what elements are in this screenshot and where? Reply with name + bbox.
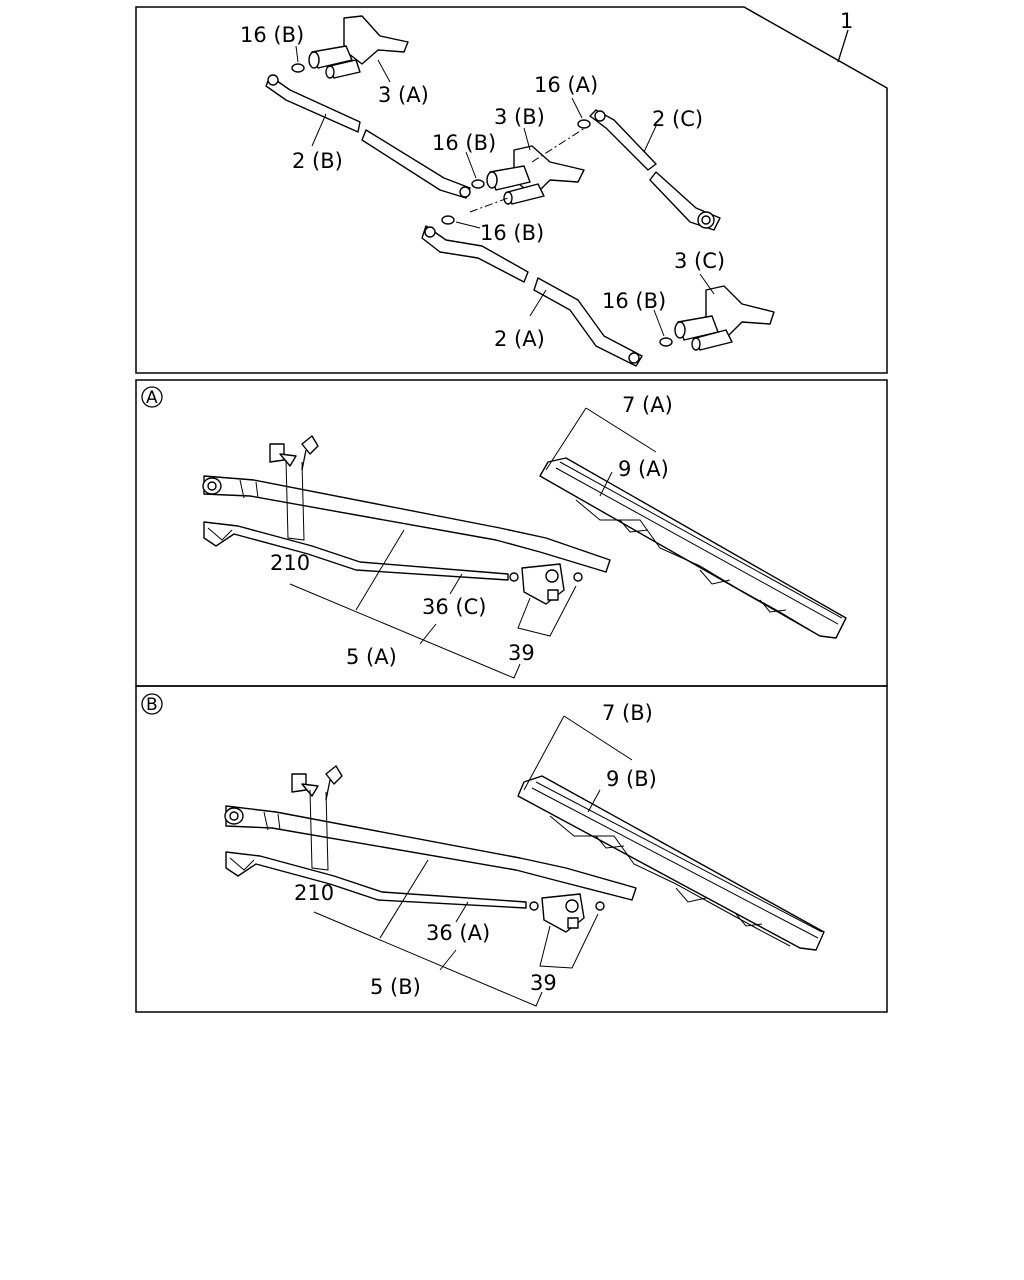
leader-39-b: [539, 913, 599, 969]
leader-210-b: [309, 789, 329, 871]
leader-7a-right: [585, 407, 657, 453]
leader-2a: [529, 289, 547, 317]
label-3a: 3 (A): [378, 83, 429, 107]
leader-3b: [523, 127, 531, 151]
clip-39-b: [529, 893, 605, 933]
panel-a-marker: A: [146, 388, 158, 408]
label-assembly: 1: [840, 9, 853, 33]
panel-b-frame: [135, 685, 888, 1013]
label-36a: 36 (A): [426, 921, 490, 945]
leader-39-a: [517, 585, 577, 637]
label-16b-1: 16 (B): [240, 23, 304, 47]
leader-16b-2: [465, 151, 477, 179]
leader-5a-bracket: [289, 529, 521, 679]
leader-16a: [571, 97, 583, 119]
label-16b-4: 16 (B): [602, 289, 666, 313]
panel-b-marker-circle: [141, 693, 163, 715]
leader-16b-1: [295, 45, 299, 63]
label-9b: 9 (B): [606, 767, 657, 791]
link-2c: [589, 109, 721, 231]
leader-5b: [439, 949, 457, 971]
label-16b-3: 16 (B): [480, 221, 544, 245]
wiper-blade-7a: [539, 457, 847, 639]
label-7b: 7 (B): [602, 701, 653, 725]
leader-2c: [643, 125, 657, 153]
motor-3c: [674, 285, 775, 351]
motor-3b-axis-2: [531, 125, 589, 163]
label-7a: 7 (A): [622, 393, 673, 417]
leader-9b: [587, 789, 601, 813]
rod-36a: [225, 851, 527, 909]
washer-16b-2: [471, 179, 485, 189]
wiper-blade-7b: [517, 775, 825, 951]
wiper-arm-5a: [202, 435, 611, 573]
rod-36c: [203, 521, 509, 581]
panel-b-marker: B: [146, 695, 158, 715]
label-16a: 16 (A): [534, 73, 598, 97]
label-9a: 9 (A): [618, 457, 669, 481]
panel-a: A: [135, 379, 888, 687]
label-2a: 2 (A): [494, 327, 545, 351]
panel-a-marker-circle: [141, 386, 163, 408]
leader-5a: [419, 623, 437, 645]
label-36c: 36 (C): [422, 595, 486, 619]
washer-16a: [577, 119, 591, 129]
motor-3b-axis: [469, 197, 509, 213]
label-2b: 2 (B): [292, 149, 343, 173]
linkage-panel: 1 16 (B) 3 (A) 2 (B) 16 (B): [135, 6, 888, 374]
label-210-b: 210: [294, 881, 334, 905]
link-2a: [421, 225, 643, 367]
label-3b: 3 (B): [494, 105, 545, 129]
leader-5b-bracket: [313, 859, 543, 1007]
label-210-a: 210: [270, 551, 310, 575]
linkage-panel-frame: [135, 6, 888, 374]
leader-16b-4: [653, 309, 665, 337]
leader-7b-right: [563, 715, 633, 761]
assembly-leader-tick: [837, 29, 849, 63]
washer-16b-1: [291, 63, 305, 73]
leader-3a: [377, 59, 391, 83]
washer-16b-4: [659, 337, 673, 347]
label-5b: 5 (B): [370, 975, 421, 999]
label-3c: 3 (C): [674, 249, 725, 273]
clip-39-a: [509, 563, 583, 605]
leader-7a-left: [545, 407, 587, 471]
leader-16b-3: [455, 221, 481, 229]
motor-3a: [308, 15, 409, 79]
leader-9a: [599, 471, 613, 497]
leader-2b: [311, 113, 327, 147]
assembly-leader: [743, 6, 888, 89]
label-39-a: 39: [508, 641, 535, 665]
leader-36c: [449, 573, 463, 595]
label-2c: 2 (C): [652, 107, 703, 131]
leader-7b-left: [523, 715, 565, 791]
washer-16b-3: [441, 215, 455, 225]
leader-210-a: [285, 459, 305, 541]
link-2b: [265, 74, 471, 199]
label-5a: 5 (A): [346, 645, 397, 669]
leader-3c: [699, 273, 715, 295]
wiper-arm-5b: [224, 765, 637, 901]
panel-b: B: [135, 685, 888, 1013]
label-16b-2: 16 (B): [432, 131, 496, 155]
label-39-b: 39: [530, 971, 557, 995]
leader-36a: [455, 901, 469, 923]
motor-3b: [486, 145, 585, 205]
